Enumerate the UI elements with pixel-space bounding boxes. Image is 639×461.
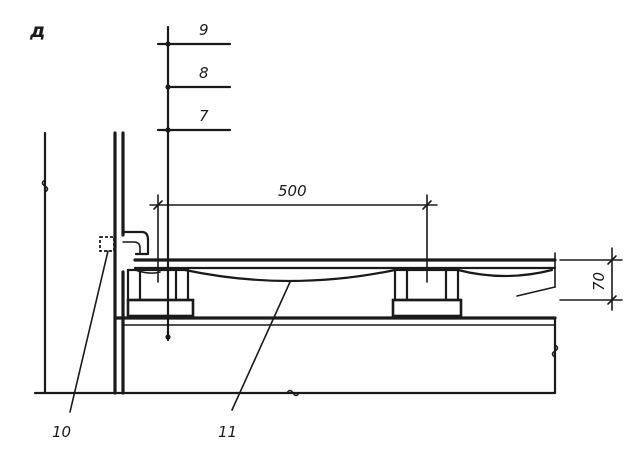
callout-11: 11 xyxy=(218,281,291,441)
callout-7-label: 7 xyxy=(199,107,209,125)
callout-9-label: 9 xyxy=(199,21,209,39)
wall-left-line xyxy=(41,131,49,395)
floor-slab xyxy=(33,316,559,397)
dimension-70-label: 70 xyxy=(590,272,608,291)
callout-7: 7 xyxy=(156,107,232,132)
wall-bracket xyxy=(99,230,150,256)
resilient-gasket xyxy=(134,268,554,283)
dimension-500-label: 500 xyxy=(278,182,307,200)
callout-10: 10 xyxy=(52,250,109,441)
callout-11-label: 11 xyxy=(218,423,237,441)
wall-panel xyxy=(113,131,125,395)
callout-9: 9 xyxy=(156,21,232,46)
support-base-blocks xyxy=(126,298,463,318)
panel-letter: д xyxy=(29,20,45,42)
callout-8: 8 xyxy=(166,64,232,89)
callout-leader-vertical xyxy=(165,25,171,342)
floor-board xyxy=(133,252,557,297)
dimension-70: 70 xyxy=(559,247,623,311)
callout-10-label: 10 xyxy=(52,423,71,441)
support-pad-right xyxy=(393,268,460,302)
callout-8-label: 8 xyxy=(199,64,209,82)
